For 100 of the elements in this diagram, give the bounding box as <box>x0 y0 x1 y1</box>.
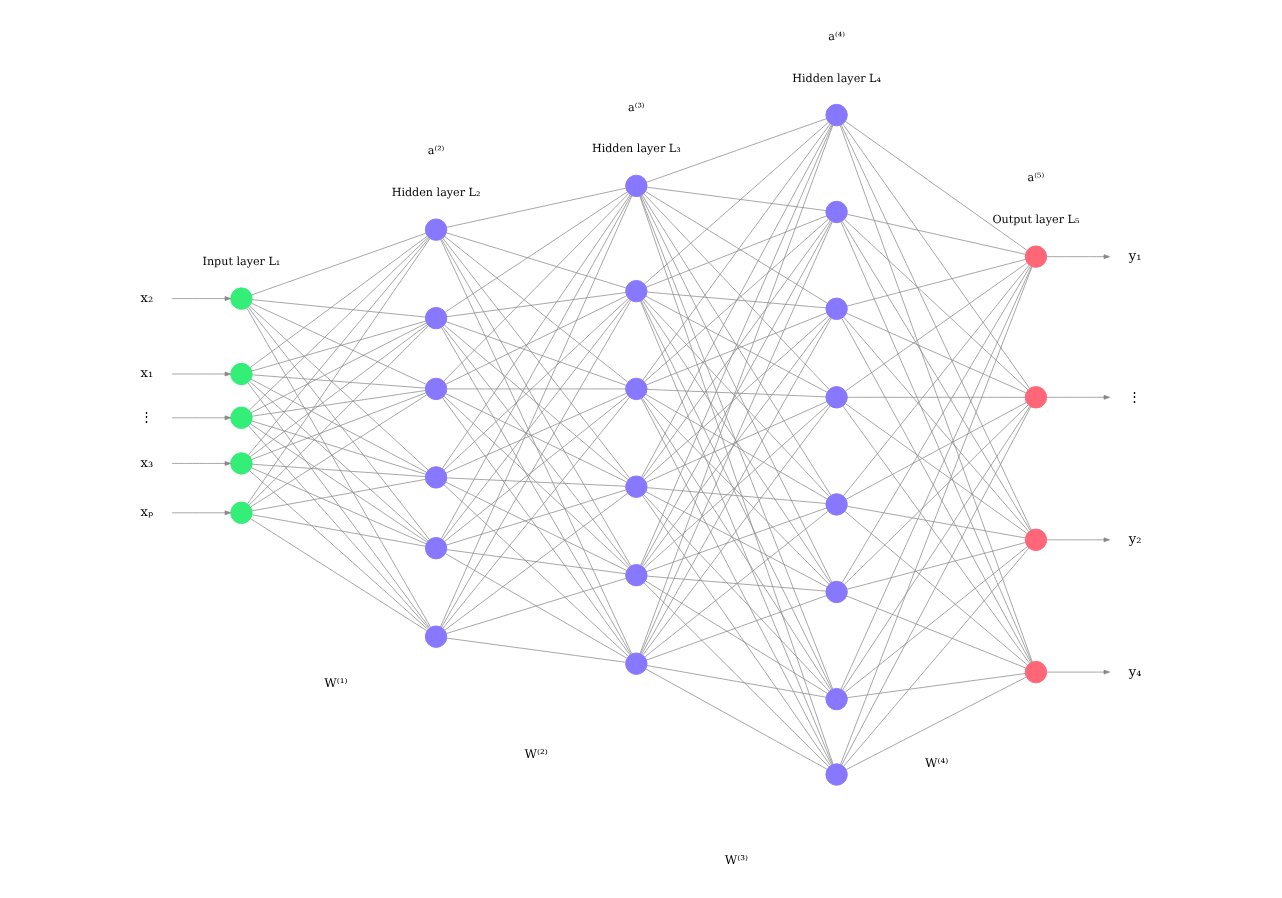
arrow <box>171 371 231 377</box>
connector <box>841 318 1032 663</box>
connector <box>843 547 1030 767</box>
connector <box>441 327 632 655</box>
connector <box>842 123 1030 389</box>
node-circle <box>825 763 848 786</box>
connector <box>445 481 627 571</box>
connector <box>840 266 1032 690</box>
connector <box>442 237 631 479</box>
connector <box>249 235 428 368</box>
connector <box>249 380 429 542</box>
connector <box>846 595 1027 669</box>
node-circle <box>230 287 253 310</box>
connector <box>644 315 829 480</box>
connector <box>642 123 831 381</box>
node-circle <box>625 174 648 198</box>
connector <box>646 389 827 398</box>
connector <box>441 300 632 628</box>
connector <box>640 124 833 566</box>
arrow <box>1046 537 1110 543</box>
connector <box>643 582 830 768</box>
connector <box>249 324 428 458</box>
connector <box>251 479 426 512</box>
connector <box>845 262 1028 392</box>
connector <box>845 403 1028 534</box>
arrow <box>1046 254 1110 259</box>
connector <box>641 397 831 691</box>
connector <box>840 266 1033 765</box>
connector <box>640 300 833 765</box>
arrow <box>171 415 231 421</box>
connector <box>443 193 630 382</box>
node-circle <box>1024 386 1048 409</box>
connector <box>644 219 829 383</box>
connector <box>846 259 1026 307</box>
connector <box>445 321 627 386</box>
connector <box>445 553 628 659</box>
connector <box>645 491 828 588</box>
connector <box>645 393 828 500</box>
connector <box>446 388 626 390</box>
node-circle <box>424 537 448 560</box>
arrow <box>1046 394 1110 400</box>
connector <box>249 305 429 471</box>
connector <box>250 423 428 543</box>
connector <box>443 395 629 569</box>
connector <box>444 236 628 383</box>
connector <box>250 394 428 508</box>
node-circle <box>825 580 848 604</box>
connector <box>446 578 627 634</box>
connector <box>442 299 631 541</box>
connector <box>251 390 426 417</box>
node-circle <box>1024 660 1048 684</box>
connector <box>846 213 1026 255</box>
node-circle <box>424 466 448 489</box>
connector <box>251 420 427 475</box>
node-circle <box>625 564 648 587</box>
connector <box>646 595 827 661</box>
connector <box>840 124 1032 531</box>
connector <box>250 322 427 414</box>
connector <box>846 505 1026 539</box>
connector <box>846 542 1026 590</box>
connector <box>642 220 831 479</box>
connector <box>251 374 426 389</box>
connector <box>643 298 830 497</box>
node-circle <box>625 652 648 675</box>
connector <box>443 298 629 471</box>
connector <box>445 295 627 385</box>
connector <box>845 676 1027 770</box>
node-circle <box>825 103 848 127</box>
connector <box>846 396 1026 398</box>
connector <box>444 395 628 542</box>
connector <box>446 549 626 575</box>
connector <box>646 507 827 572</box>
node-circle <box>625 279 648 303</box>
connector <box>446 187 627 228</box>
node-circle <box>230 452 253 475</box>
connector <box>251 514 426 547</box>
node-circle <box>825 386 848 409</box>
connector <box>646 118 827 183</box>
arrow <box>1046 669 1110 675</box>
connector <box>441 194 631 469</box>
connector <box>443 484 629 657</box>
connector <box>844 404 1029 585</box>
connector <box>841 265 1031 584</box>
connector <box>841 221 1031 531</box>
node-circle <box>230 406 253 429</box>
connector <box>247 238 431 505</box>
connector <box>839 124 1033 663</box>
node-circle <box>1024 245 1048 268</box>
connector <box>642 495 831 767</box>
node-circle <box>625 377 648 401</box>
arrow <box>171 510 231 516</box>
connector <box>251 392 427 460</box>
connector <box>641 124 832 478</box>
connector <box>250 378 427 473</box>
connector <box>845 402 1027 500</box>
connector <box>251 463 426 477</box>
connector <box>442 326 631 567</box>
connector <box>646 291 827 309</box>
connector <box>247 306 430 540</box>
connector <box>846 673 1026 698</box>
